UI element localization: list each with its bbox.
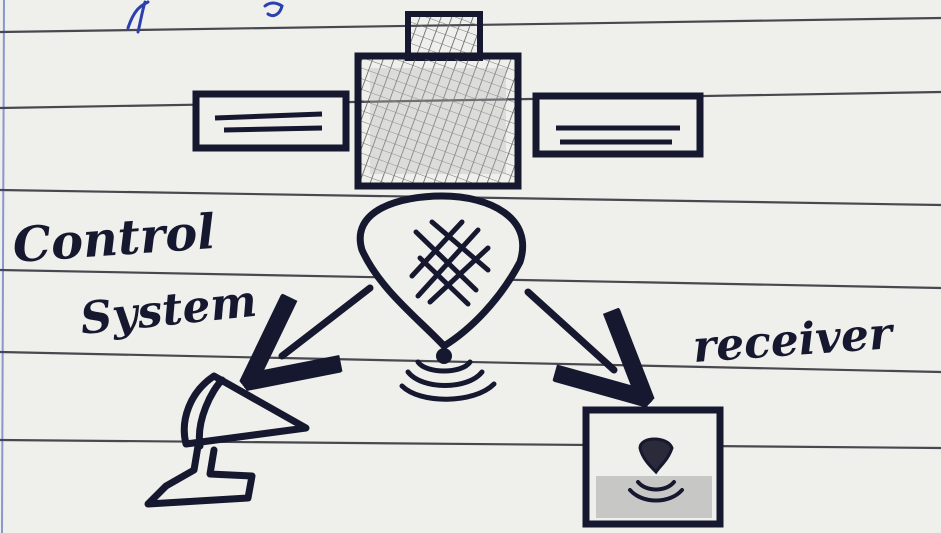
- solar-panel-right: [536, 96, 700, 154]
- satellite-dish-icon: [148, 376, 306, 504]
- signal-waves-icon: [402, 362, 494, 399]
- label-receiver: receiver: [691, 308, 896, 373]
- receiver-screen-icon: [586, 410, 720, 524]
- label-system: System: [78, 276, 259, 345]
- satellite-antenna-box: [408, 14, 480, 58]
- solar-panel-left: [196, 94, 346, 148]
- arrow-to-receiver: [528, 292, 614, 370]
- label-control: Control: [11, 204, 217, 274]
- arrow-to-control-system: [282, 288, 370, 356]
- beam-transmitter-icon: [360, 196, 522, 399]
- satellite-icon: [196, 14, 700, 186]
- margin-line: [2, 0, 4, 533]
